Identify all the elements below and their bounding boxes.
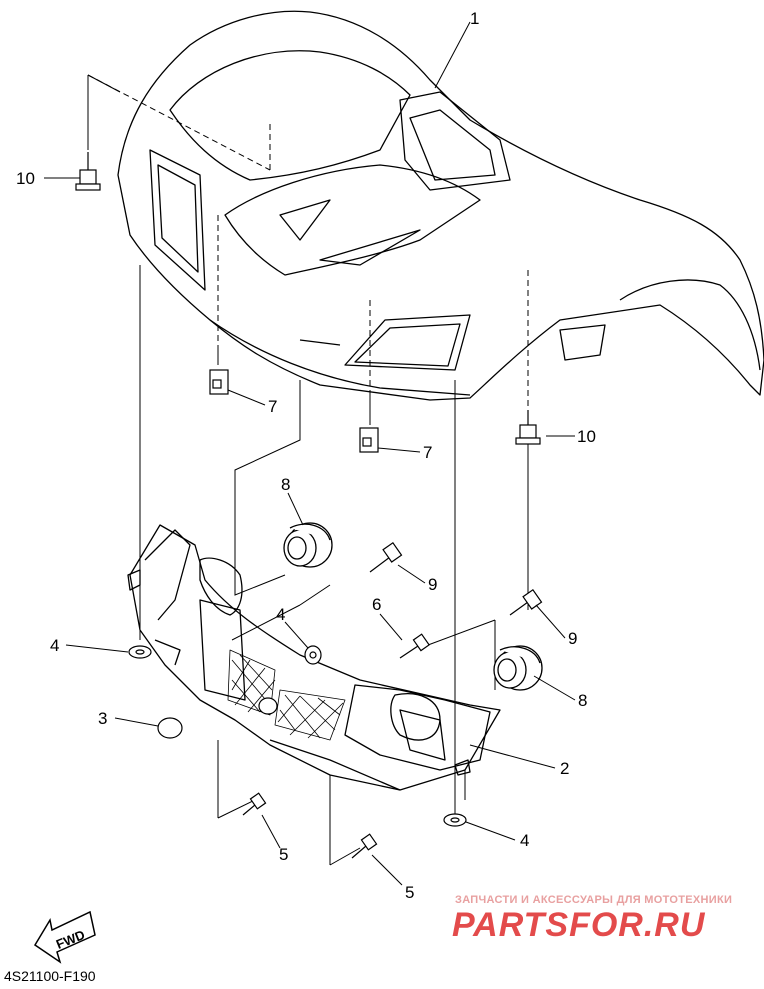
bolt-10-right bbox=[515, 410, 541, 445]
leader-lines bbox=[87, 74, 556, 866]
callout-7-right: 7 bbox=[423, 443, 432, 462]
callout-6: 6 bbox=[372, 595, 381, 614]
watermark-tagline: ЗАПЧАСТИ И АКСЕССУАРЫ ДЛЯ МОТОТЕХНИКИ bbox=[455, 894, 733, 906]
bolt-9-lower bbox=[509, 588, 543, 616]
plug-cap bbox=[157, 717, 183, 739]
watermark-logo: PARTSFOR.RU bbox=[452, 906, 706, 944]
washer-left bbox=[128, 645, 152, 659]
washer-right bbox=[443, 813, 467, 827]
fwd-arrow-icon: FWD bbox=[33, 910, 96, 964]
callout-10-right: 10 bbox=[577, 427, 596, 446]
diagram-code: 4S21100-F190 bbox=[4, 968, 96, 984]
callouts: 1 10 10 7 7 8 8 9 9 6 4 4 4 3 2 5 5 bbox=[16, 9, 596, 902]
callout-10-left: 10 bbox=[16, 169, 35, 188]
screw-5-left bbox=[242, 792, 267, 816]
grill-mesh bbox=[227, 649, 346, 741]
callout-9-lower: 9 bbox=[568, 629, 577, 648]
callout-4-right: 4 bbox=[520, 831, 529, 850]
callout-1: 1 bbox=[470, 9, 479, 28]
bolt-9-upper bbox=[369, 541, 403, 573]
grommet-upper bbox=[283, 522, 333, 568]
front-guard-part bbox=[127, 524, 501, 791]
bolt-10-left bbox=[75, 152, 101, 191]
callout-8-upper: 8 bbox=[281, 475, 290, 494]
callout-2: 2 bbox=[560, 759, 569, 778]
callout-3: 3 bbox=[98, 709, 107, 728]
screw-5-right bbox=[351, 833, 378, 859]
plug-mounted bbox=[258, 697, 278, 715]
clip-7-left bbox=[209, 369, 229, 395]
front-fender-part bbox=[87, 10, 764, 410]
clip-7-right bbox=[359, 427, 379, 453]
grommet-lower bbox=[493, 645, 543, 691]
callout-4-left: 4 bbox=[50, 636, 59, 655]
callout-5-left: 5 bbox=[279, 845, 288, 864]
callout-8-lower: 8 bbox=[578, 691, 587, 710]
callout-9-upper: 9 bbox=[428, 575, 437, 594]
callout-7-left: 7 bbox=[268, 397, 277, 416]
callout-leaders bbox=[44, 177, 576, 886]
callout-4-center: 4 bbox=[276, 605, 285, 624]
washer-center bbox=[304, 645, 322, 665]
screw-6 bbox=[399, 633, 430, 659]
callout-5-right: 5 bbox=[405, 883, 414, 902]
